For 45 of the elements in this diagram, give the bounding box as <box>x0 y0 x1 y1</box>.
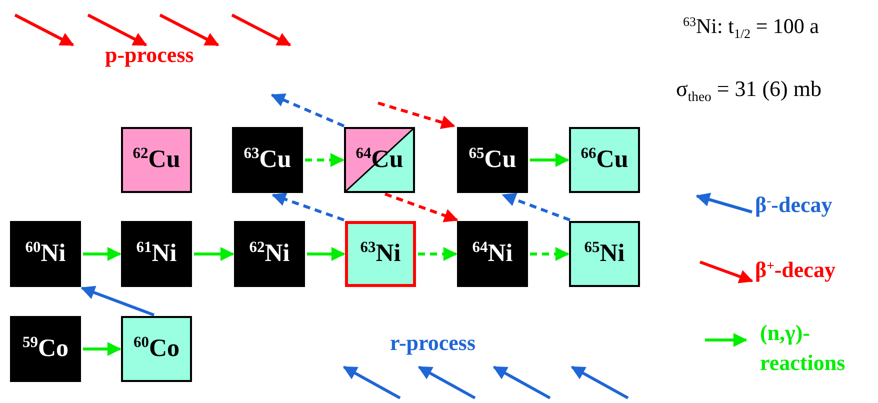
nuclide-box <box>10 221 81 287</box>
nuclide-label: $^{63}$Cu <box>244 146 292 174</box>
nuclide-label: $^{66}$Cu <box>580 146 628 174</box>
nuclide-box <box>457 221 528 287</box>
legend-label: β$^{+}$-decay <box>755 257 836 283</box>
nuclide-label: $^{63}$Ni <box>360 240 401 268</box>
nuclide-label: $^{64}$Ni <box>472 240 513 268</box>
nuclide-box <box>345 221 416 287</box>
arrow <box>272 192 344 222</box>
nuclide-box <box>457 127 528 193</box>
nuclide-label: $^{62}$Ni <box>249 240 290 268</box>
nuclide-box <box>234 221 305 287</box>
arrow <box>194 247 234 261</box>
nuclide-box <box>569 221 640 287</box>
arrow <box>80 286 155 316</box>
nuclide-label: $^{62}$Cu <box>132 146 180 174</box>
arrow <box>83 342 122 356</box>
arrow <box>83 247 122 261</box>
arrow <box>384 192 458 222</box>
nuclide-box <box>121 127 192 193</box>
nuclide-box <box>569 127 640 193</box>
arrow <box>502 192 571 222</box>
nuclide-label: $^{65}$Cu <box>468 146 516 174</box>
arrow <box>378 102 456 130</box>
nuclide-box <box>10 316 81 382</box>
arrow <box>418 247 458 261</box>
process-label: r-process <box>390 330 476 356</box>
arrow <box>530 153 570 167</box>
arrow <box>307 247 346 261</box>
nuclide-box <box>121 316 192 382</box>
nuclide-label: $^{65}$Ni <box>584 240 625 268</box>
nuclide-label: $^{61}$Ni <box>136 240 177 268</box>
process-label: p-process <box>105 42 194 68</box>
arrow <box>270 94 345 128</box>
nuclide-label: $^{60}$Ni <box>25 240 66 268</box>
annotation-text: σ$_{theo}$ = 31 (6) mb <box>676 76 822 102</box>
legend-label: β$^{-}$-decay <box>755 192 832 218</box>
nuclide-label: $^{60}$Co <box>133 335 180 363</box>
arrow <box>305 153 344 167</box>
nuclide-box <box>232 127 303 193</box>
arrow <box>530 247 570 261</box>
annotation-text: $^{63}$Ni: t$_{1/2}$ = 100 a <box>683 14 819 39</box>
nuclide-label: $^{59}$Co <box>22 335 69 363</box>
nuclide-box <box>121 221 192 287</box>
legend-label: (n,γ)- reactions <box>760 319 846 377</box>
